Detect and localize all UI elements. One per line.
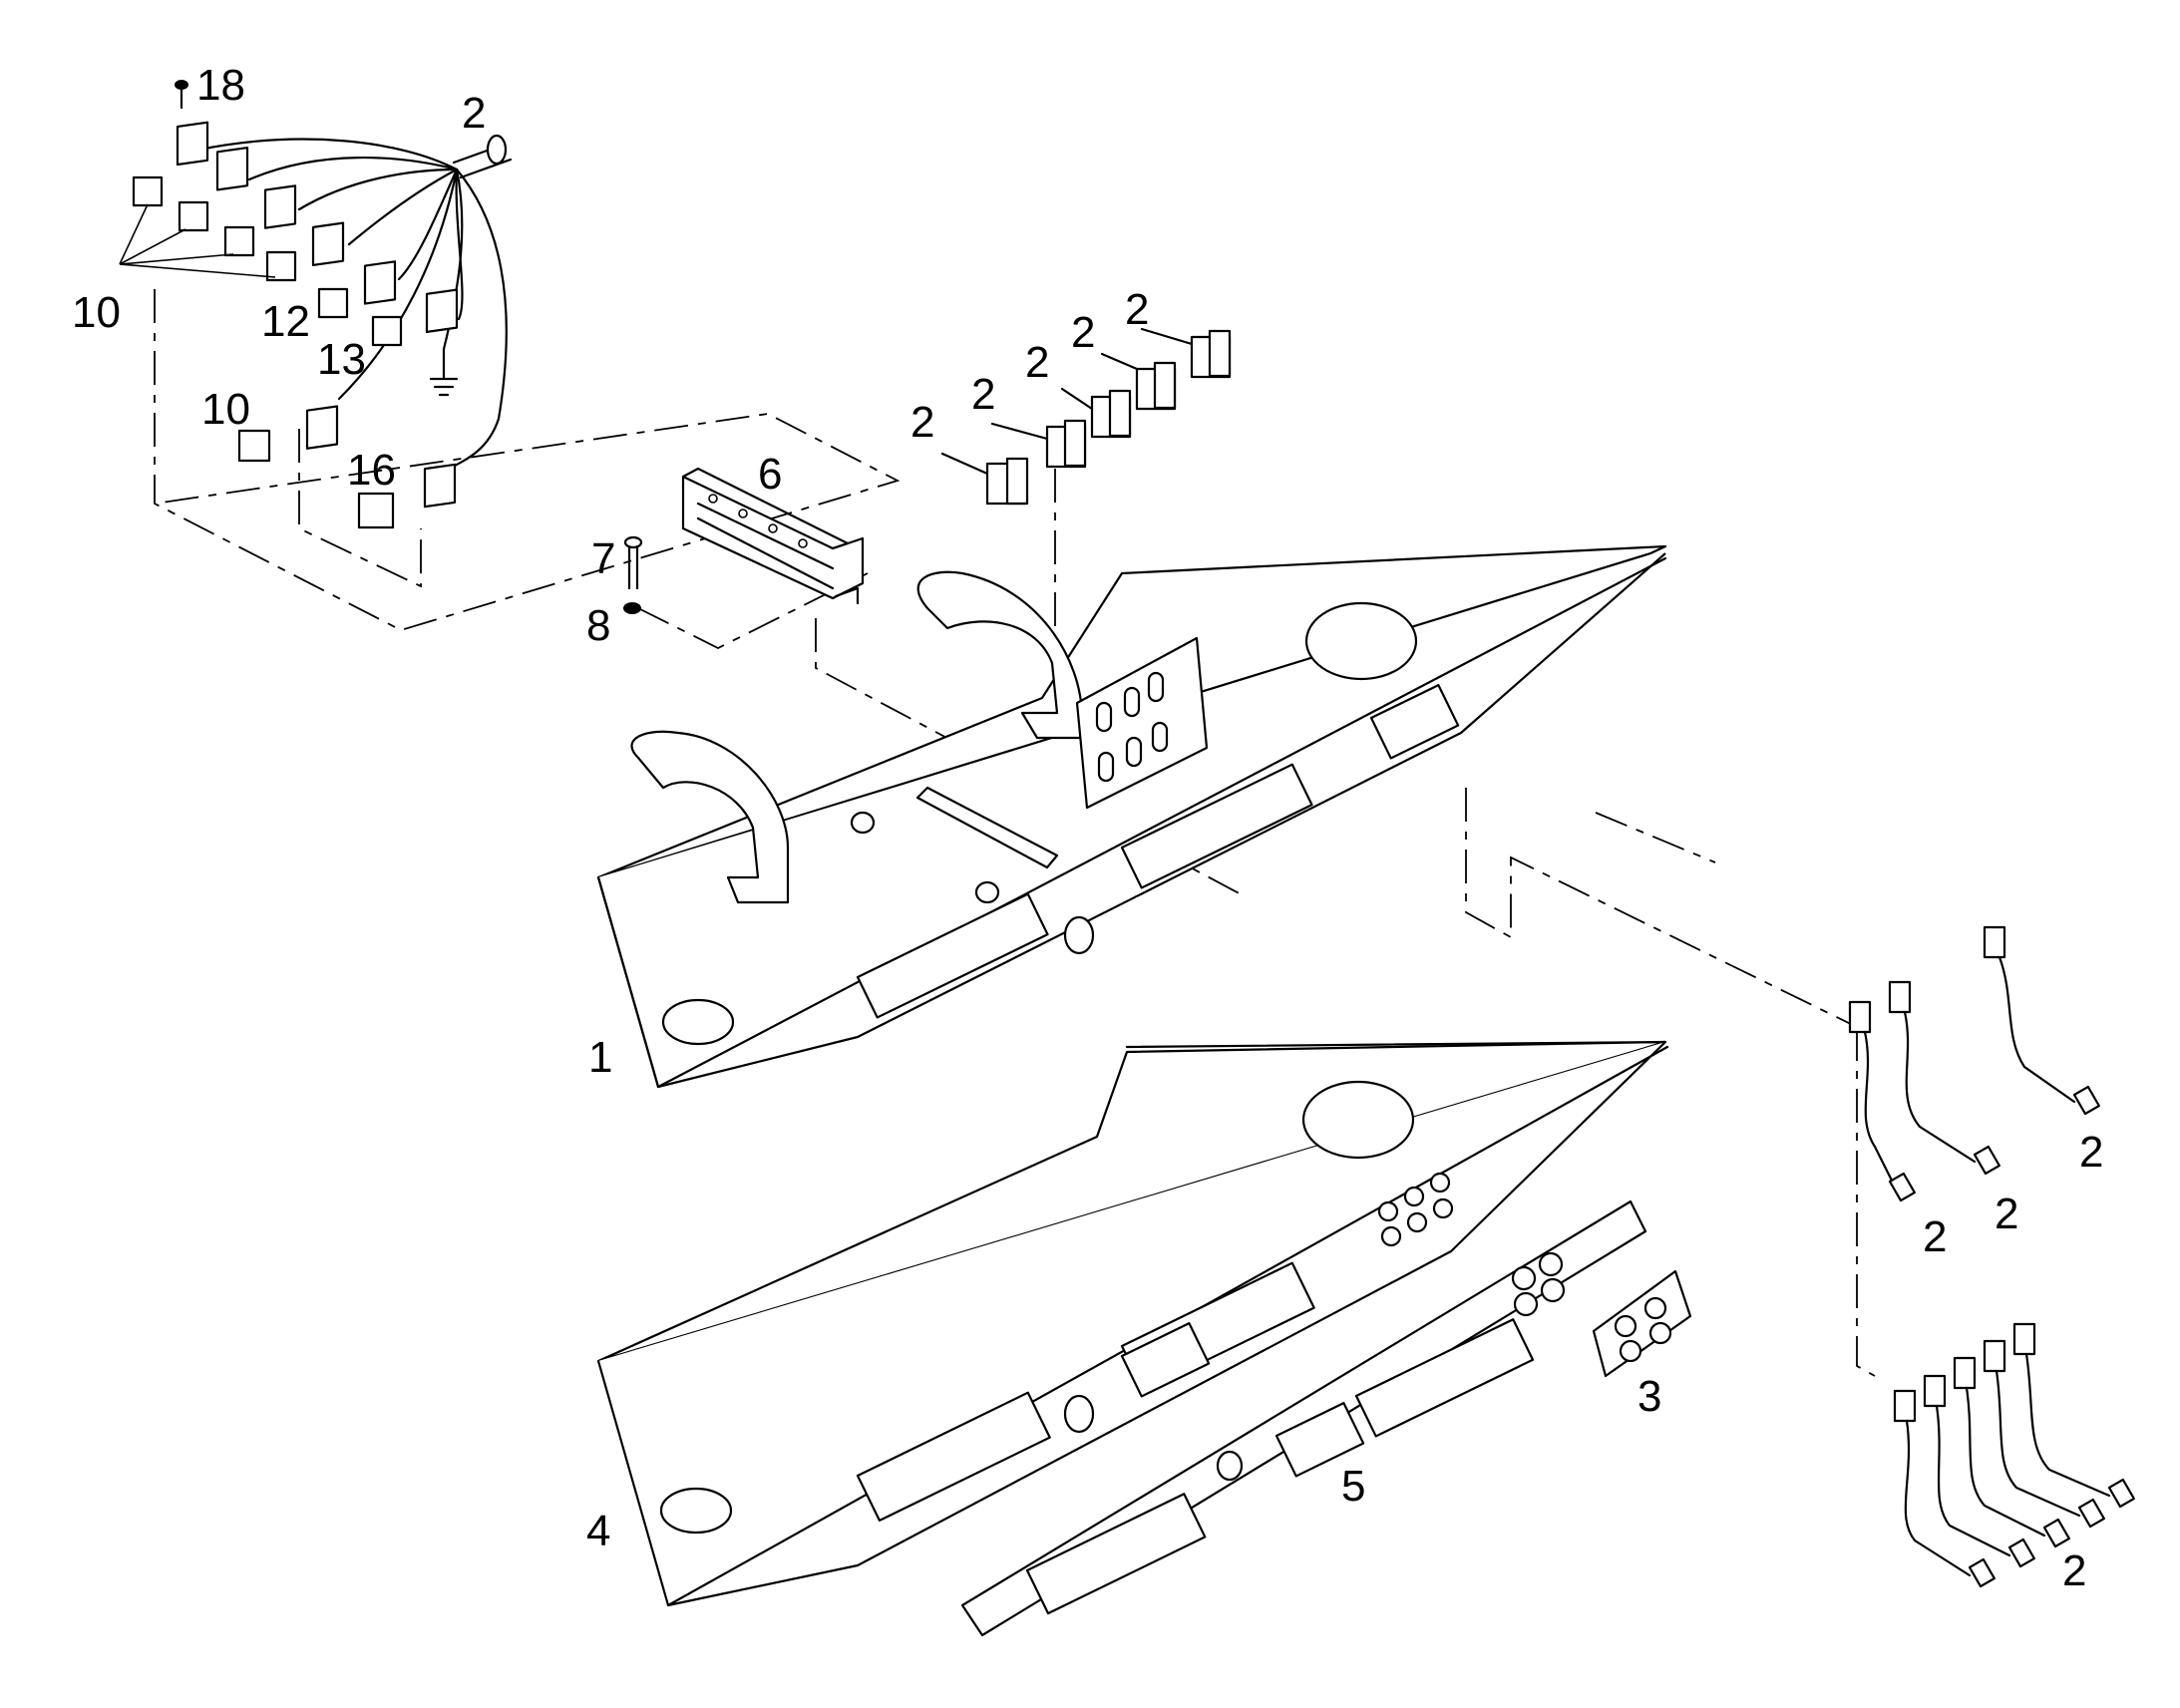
callout-7: 7 xyxy=(591,534,615,583)
callout-1: 1 xyxy=(588,1033,612,1082)
callout-2-r4: 2 xyxy=(2062,1546,2086,1595)
washer-8 xyxy=(623,602,641,614)
bolt-7 xyxy=(623,535,643,590)
panel-4 xyxy=(596,1040,1669,1607)
connector-set-top xyxy=(940,327,1232,506)
callout-8: 8 xyxy=(586,601,610,650)
callout-2-r3: 2 xyxy=(1923,1212,1947,1261)
callout-5: 5 xyxy=(1341,1462,1365,1511)
callout-3: 3 xyxy=(1637,1372,1661,1421)
callout-2-r1: 2 xyxy=(2079,1128,2103,1177)
callout-16: 16 xyxy=(347,446,396,495)
panel-1 xyxy=(596,544,1667,1089)
callout-2-r2: 2 xyxy=(1995,1190,2018,1238)
relay-cube-group xyxy=(132,175,403,529)
panel-strip-5 xyxy=(960,1199,1647,1637)
callout-12: 12 xyxy=(261,297,310,346)
screw-18 xyxy=(175,80,188,110)
callout-2-harness: 2 xyxy=(462,89,486,138)
callout-18: 18 xyxy=(196,61,245,110)
callout-10-mid: 10 xyxy=(201,385,250,434)
plate-3 xyxy=(1592,1269,1692,1378)
callout-2-a: 2 xyxy=(910,398,934,447)
callout-4: 4 xyxy=(586,1507,610,1555)
connector-cables-right xyxy=(1848,925,2135,1588)
relay-harness-assembly xyxy=(119,80,513,529)
bracket-6 xyxy=(681,467,865,605)
callout-2-b: 2 xyxy=(971,370,995,419)
callout-6: 6 xyxy=(758,450,782,499)
callout-2-c: 2 xyxy=(1025,338,1049,387)
relay-socket-group xyxy=(176,121,459,509)
callout-labels: 18 2 10 12 13 10 16 6 7 8 2 2 2 2 2 1 4 … xyxy=(72,61,2103,1595)
callout-10-top: 10 xyxy=(72,288,121,337)
callout-2-d: 2 xyxy=(1071,308,1095,357)
callout-13: 13 xyxy=(317,335,366,384)
callout-2-e: 2 xyxy=(1125,285,1149,334)
